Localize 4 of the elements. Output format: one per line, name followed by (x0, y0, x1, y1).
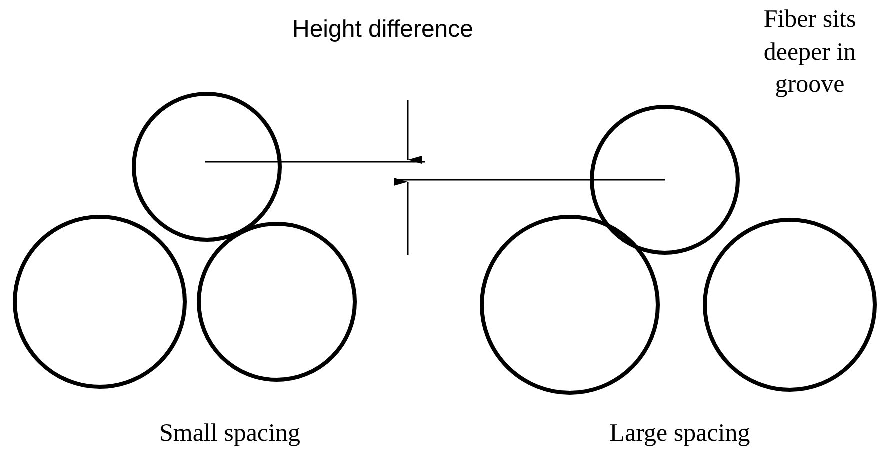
caption-text: Small spacing (158, 419, 302, 449)
annotation-text: Fiber sits deeper in groove (762, 5, 858, 100)
caption-text: Large spacing (608, 419, 752, 449)
dimension-label: Height difference (291, 15, 474, 45)
